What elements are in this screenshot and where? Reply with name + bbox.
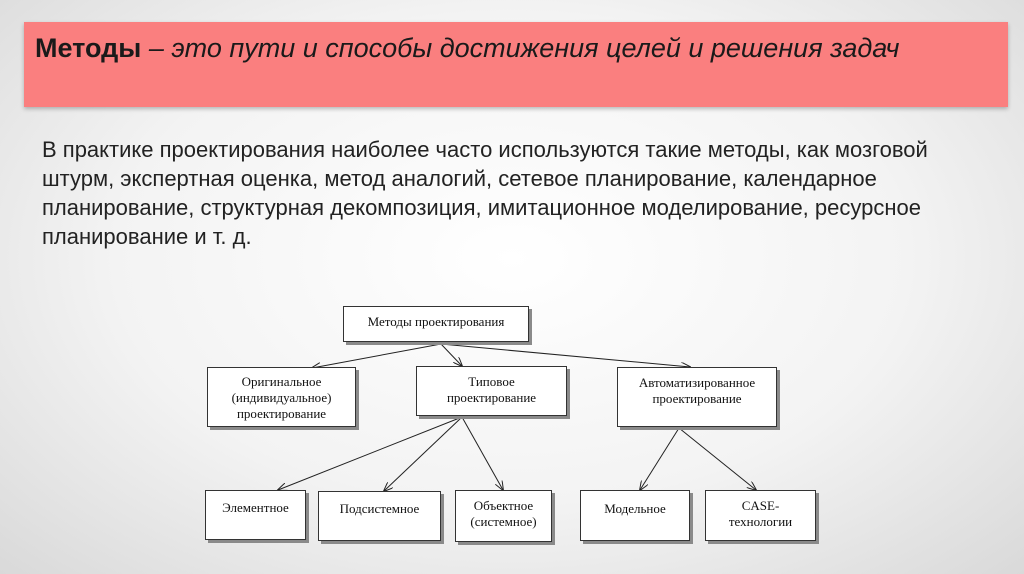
title-term: Методы xyxy=(35,33,142,63)
node-subsystem: Подсистемное xyxy=(318,491,441,541)
arrow-typical-subsystem xyxy=(384,416,463,491)
arrow-root-automated xyxy=(440,343,690,367)
arrow-root-typical xyxy=(440,343,462,366)
node-design-methods: Методы проектирования xyxy=(343,306,529,342)
arrow-automated-case xyxy=(678,427,756,490)
node-object: Объектное (системное) xyxy=(455,490,552,542)
arrow-typical-elementary xyxy=(278,416,463,490)
node-typical-design: Типовое проектирование xyxy=(416,366,567,416)
title-banner: Методы – это пути и способы достижения ц… xyxy=(24,22,1008,107)
body-paragraph: В практике проектирования наиболее часто… xyxy=(42,137,928,249)
node-original-design: Оригинальное (индивидуальное) проектиров… xyxy=(207,367,356,427)
node-automated-design: Автоматизированное проектирование xyxy=(617,367,777,427)
node-model: Модельное xyxy=(580,490,690,541)
node-case-technologies: CASE-технологии xyxy=(705,490,816,541)
title-definition: – это пути и способы достижения целей и … xyxy=(141,33,900,63)
arrow-root-original xyxy=(312,343,442,368)
node-elementary: Элементное xyxy=(205,490,306,540)
arrow-automated-model xyxy=(640,427,680,490)
arrow-typical-object xyxy=(461,416,503,490)
